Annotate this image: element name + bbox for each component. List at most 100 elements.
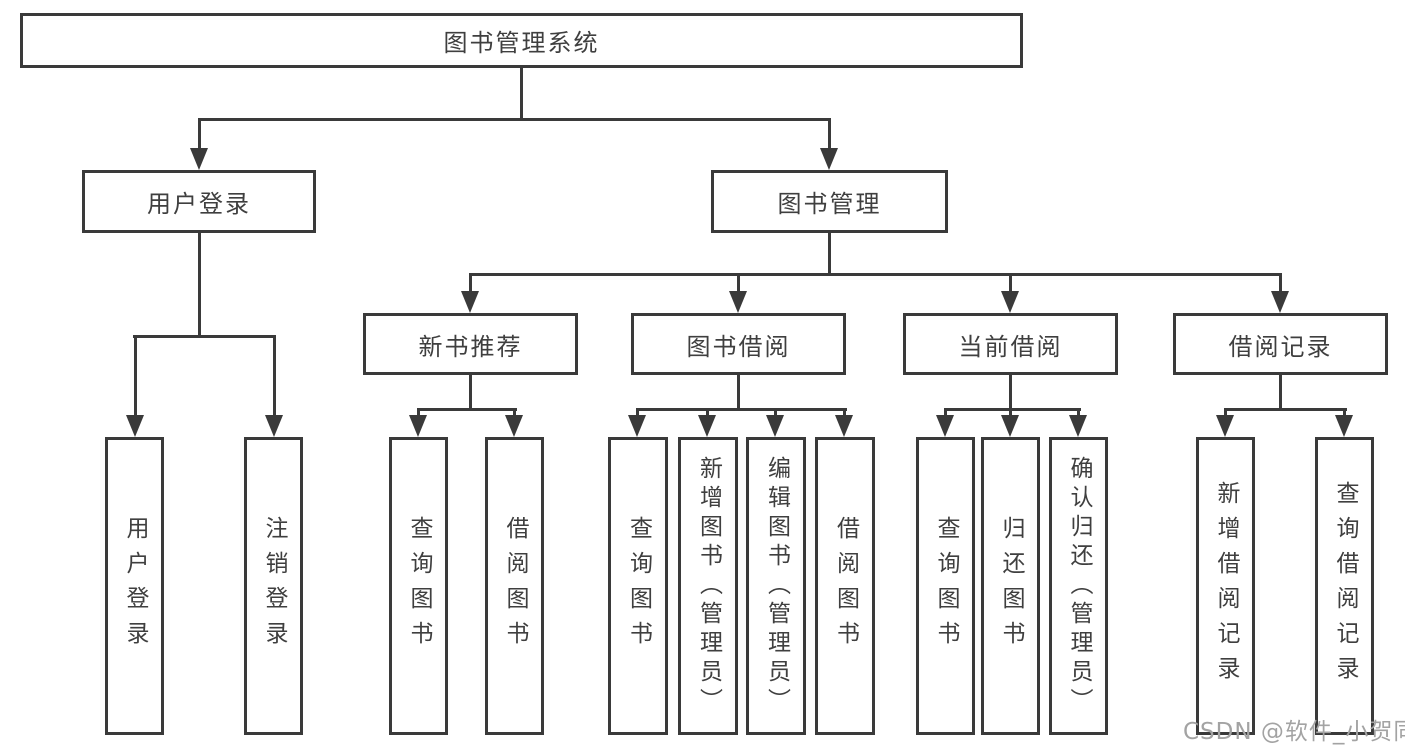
arrow-down-icon bbox=[409, 415, 427, 437]
arrow-shaft bbox=[197, 118, 201, 148]
leaf-confirm-return-admin: 确认归还（管理员） bbox=[1049, 437, 1108, 735]
node-library-management-system: 图书管理系统 bbox=[20, 13, 1023, 68]
leaf-label: 查询借阅记录 bbox=[1332, 481, 1358, 691]
node-label: 图书管理 bbox=[777, 190, 882, 218]
arrow-shaft bbox=[133, 335, 137, 415]
connector-book-borrow-branch bbox=[636, 408, 847, 411]
leaf-query-books-2: 查询图书 bbox=[608, 437, 668, 735]
leaf-label: 新增图书（管理员） bbox=[695, 455, 722, 717]
node-label: 图书管理系统 bbox=[443, 29, 600, 57]
arrow-to-leaf-user-login bbox=[126, 335, 144, 437]
leaf-label: 借阅图书 bbox=[832, 516, 859, 656]
arrow-shaft bbox=[1223, 408, 1227, 415]
arrow-down-icon bbox=[190, 148, 208, 170]
arrow-down-icon bbox=[766, 415, 784, 437]
node-label: 图书借阅 bbox=[686, 332, 791, 361]
arrow-to-leaf-add-book bbox=[698, 408, 716, 437]
leaf-label: 确认归还（管理员） bbox=[1066, 455, 1092, 717]
leaf-label: 查询图书 bbox=[406, 516, 432, 656]
arrow-shaft bbox=[272, 335, 276, 415]
arrow-down-icon bbox=[1001, 291, 1019, 313]
arrow-shaft bbox=[1342, 408, 1346, 415]
leaf-label: 查询图书 bbox=[933, 516, 959, 656]
leaf-label: 新增借阅记录 bbox=[1213, 481, 1239, 691]
arrow-to-leaf-return-book bbox=[1001, 408, 1019, 437]
arrow-to-leaf-borrow-books-1 bbox=[505, 408, 523, 437]
arrow-down-icon bbox=[1069, 415, 1087, 437]
arrow-shaft bbox=[943, 408, 947, 415]
leaf-logout: 注销登录 bbox=[244, 437, 303, 735]
arrow-shaft bbox=[512, 408, 516, 415]
arrow-to-leaf-logout bbox=[265, 335, 283, 437]
arrow-to-book-borrow bbox=[729, 273, 747, 313]
arrow-down-icon bbox=[126, 415, 144, 437]
arrow-down-icon bbox=[1335, 415, 1353, 437]
arrow-to-leaf-query-books-3 bbox=[936, 408, 954, 437]
arrow-to-new-book-recommend bbox=[461, 273, 479, 313]
arrow-to-leaf-add-borrow-record bbox=[1216, 408, 1234, 437]
arrow-down-icon bbox=[505, 415, 523, 437]
node-new-book-recommend: 新书推荐 bbox=[363, 313, 578, 375]
connector-borrow-records-branch bbox=[1224, 408, 1347, 411]
connector-new-book-stub bbox=[469, 375, 472, 410]
arrow-shaft bbox=[773, 408, 777, 415]
connector-root-stub bbox=[520, 68, 523, 120]
node-book-management: 图书管理 bbox=[711, 170, 948, 233]
arrow-down-icon bbox=[1271, 291, 1289, 313]
node-current-borrow: 当前借阅 bbox=[903, 313, 1118, 375]
node-label: 当前借阅 bbox=[958, 332, 1063, 361]
arrow-down-icon bbox=[628, 415, 646, 437]
arrow-shaft bbox=[1008, 408, 1012, 415]
arrow-down-icon bbox=[698, 415, 716, 437]
connector-borrow-records-stub bbox=[1279, 375, 1282, 410]
node-label: 新书推荐 bbox=[418, 332, 523, 361]
arrow-to-leaf-query-books-2 bbox=[628, 408, 646, 437]
arrow-shaft bbox=[1278, 273, 1282, 291]
leaf-label: 注销登录 bbox=[261, 516, 287, 656]
node-label: 借阅记录 bbox=[1228, 332, 1333, 361]
connector-book-borrow-stub bbox=[737, 375, 740, 410]
connector-root-branch bbox=[198, 118, 831, 121]
leaf-label: 查询图书 bbox=[625, 516, 652, 656]
node-book-borrow: 图书借阅 bbox=[631, 313, 846, 375]
connector-user-login-branch bbox=[133, 335, 276, 338]
arrow-shaft bbox=[842, 408, 846, 415]
arrow-to-user-login bbox=[190, 118, 208, 170]
arrow-shaft bbox=[736, 273, 740, 291]
connector-current-borrow-stub bbox=[1009, 375, 1012, 410]
arrow-to-leaf-edit-book bbox=[766, 408, 784, 437]
arrow-shaft bbox=[1008, 273, 1012, 291]
arrow-shaft bbox=[468, 273, 472, 291]
leaf-borrow-books-2: 借阅图书 bbox=[815, 437, 875, 735]
arrow-to-borrow-records bbox=[1271, 273, 1289, 313]
leaf-query-books-3: 查询图书 bbox=[916, 437, 975, 735]
arrow-down-icon bbox=[1216, 415, 1234, 437]
leaf-return-book: 归还图书 bbox=[981, 437, 1040, 735]
arrow-down-icon bbox=[1001, 415, 1019, 437]
arrow-to-leaf-borrow-books-2 bbox=[835, 408, 853, 437]
arrow-shaft bbox=[635, 408, 639, 415]
arrow-shaft bbox=[416, 408, 420, 415]
leaf-add-borrow-record: 新增借阅记录 bbox=[1196, 437, 1255, 735]
leaf-edit-book-admin: 编辑图书（管理员） bbox=[746, 437, 806, 735]
arrow-down-icon bbox=[835, 415, 853, 437]
connector-book-management-branch bbox=[469, 273, 1282, 276]
arrow-to-current-borrow bbox=[1001, 273, 1019, 313]
connector-current-borrow-branch bbox=[944, 408, 1081, 411]
node-user-login: 用户登录 bbox=[82, 170, 316, 233]
leaf-user-login: 用户登录 bbox=[105, 437, 164, 735]
leaf-query-borrow-record: 查询借阅记录 bbox=[1315, 437, 1374, 735]
connector-user-login-stub bbox=[198, 233, 201, 337]
arrow-shaft bbox=[1076, 408, 1080, 415]
leaf-label: 用户登录 bbox=[122, 516, 148, 656]
leaf-label: 借阅图书 bbox=[502, 516, 528, 656]
arrow-down-icon bbox=[820, 148, 838, 170]
csdn-watermark: CSDN @软件_小贺同学 bbox=[1183, 719, 1405, 745]
arrow-down-icon bbox=[265, 415, 283, 437]
leaf-label: 编辑图书（管理员） bbox=[763, 455, 790, 717]
arrow-down-icon bbox=[461, 291, 479, 313]
arrow-to-leaf-query-books-1 bbox=[409, 408, 427, 437]
node-label: 用户登录 bbox=[147, 190, 251, 218]
node-borrow-records: 借阅记录 bbox=[1173, 313, 1388, 375]
